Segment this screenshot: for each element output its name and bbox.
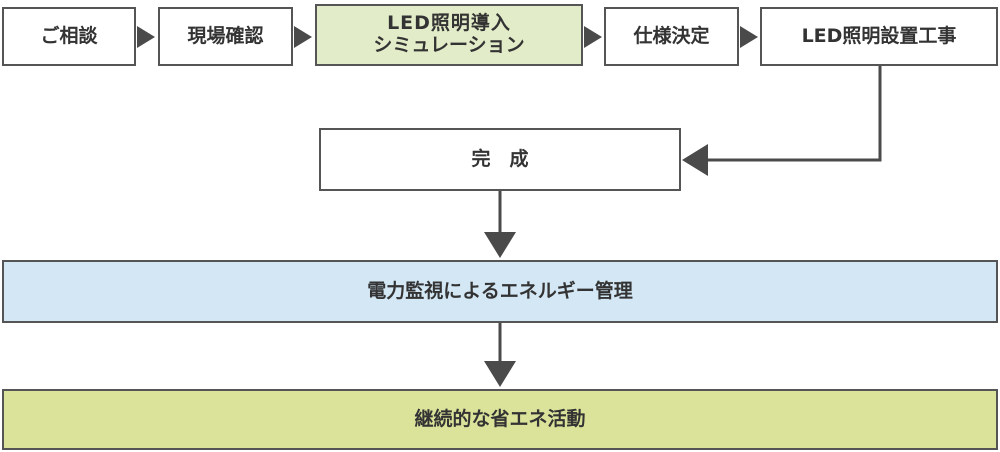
step-label-line2: シミュレーション [373, 34, 525, 56]
step-continuous-activity: 継続的な省エネ活動 [2, 389, 998, 450]
step-label-line1: LED照明導入 [387, 12, 511, 35]
step-site-survey: 現場確認 [158, 7, 293, 66]
step-label: 電力監視によるエネルギー管理 [367, 279, 633, 302]
arrow-down-icon [484, 361, 516, 387]
step-energy-management: 電力監視によるエネルギー管理 [2, 260, 998, 323]
step-complete: 完 成 [319, 128, 681, 191]
step-led-installation: LED照明設置工事 [760, 7, 998, 66]
step-label: 継続的な省エネ活動 [414, 407, 586, 430]
step-spec-decision: 仕様決定 [604, 7, 739, 66]
step-label: 現場確認 [187, 24, 264, 47]
step-label: ご相談 [40, 24, 98, 47]
arrow-right-icon [584, 26, 602, 48]
arrow-right-icon [740, 26, 758, 48]
arrow-right-icon [294, 26, 312, 48]
step-label: LED照明設置工事 [801, 24, 957, 47]
step-label: 仕様決定 [633, 24, 710, 47]
connector-line [705, 66, 882, 162]
step-label: 完 成 [471, 147, 529, 170]
arrow-right-icon [137, 26, 155, 48]
step-led-simulation: LED照明導入 シミュレーション [315, 4, 583, 66]
arrow-left-icon [682, 144, 708, 176]
step-consultation: ご相談 [2, 7, 136, 66]
arrow-down-icon [484, 232, 516, 258]
